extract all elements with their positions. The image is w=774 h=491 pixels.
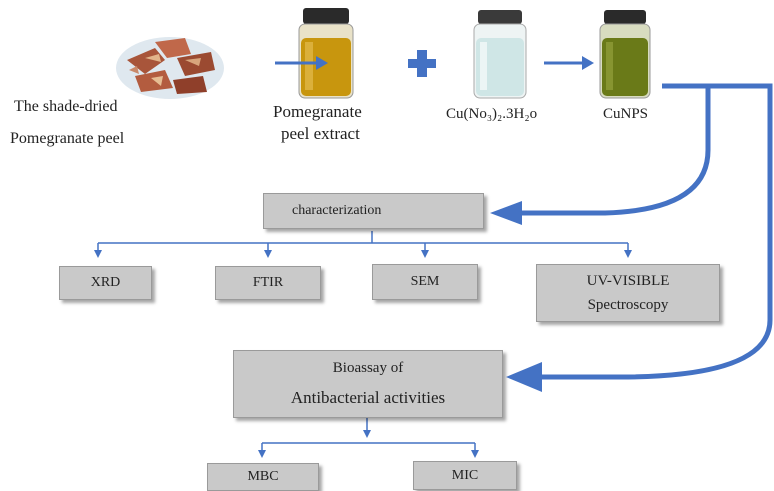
uv-label-line1: UV-VISIBLE xyxy=(586,273,670,289)
cunps-label: CuNPS xyxy=(603,106,649,122)
method-label: SEM xyxy=(410,274,440,289)
characterization-branch xyxy=(94,231,632,258)
salt-vial-image xyxy=(473,10,527,99)
method-box-sem: SEM xyxy=(372,264,478,300)
pomegranate-peel-image xyxy=(116,37,224,99)
bioassay-line2: Antibacterial activities xyxy=(290,388,446,408)
test-label: MBC xyxy=(247,469,279,484)
extract-label-line1: Pomegranate xyxy=(273,102,362,121)
bioassay-line1: Bioassay of xyxy=(332,359,404,376)
peel-label-line1: The shade-dried xyxy=(14,98,118,115)
cunps-vial-image xyxy=(599,10,651,99)
plus-icon xyxy=(408,50,436,77)
uv-label-line2: Spectroscopy xyxy=(587,297,669,313)
characterization-box: characterization xyxy=(263,193,484,229)
arrow-to-bioassay xyxy=(540,83,773,380)
peel-label-line2: Pomegranate peel xyxy=(10,130,125,147)
extract-vial-image xyxy=(298,8,354,99)
method-label: FTIR xyxy=(252,275,284,290)
test-label: MIC xyxy=(451,467,479,483)
arrow-salt-to-cunps xyxy=(544,56,594,70)
bioassay-branch xyxy=(258,418,479,458)
method-box-uv-visible: UV-VISIBLE Spectroscopy xyxy=(536,264,720,322)
characterization-title: characterization xyxy=(292,203,382,218)
arrow-peel-to-extract xyxy=(275,56,328,70)
method-label: XRD xyxy=(90,275,121,290)
salt-label: Cu(No₃)₂.3H₂o xyxy=(446,106,538,122)
test-box-mbc: MBC xyxy=(207,463,319,491)
arrow-to-characterization xyxy=(520,83,711,216)
method-box-ftir: FTIR xyxy=(215,266,321,300)
extract-label-line2: peel extract xyxy=(281,124,360,143)
bioassay-box: Bioassay of Antibacterial activities xyxy=(233,350,503,418)
method-box-xrd: XRD xyxy=(59,266,152,300)
test-box-mic: MIC xyxy=(413,461,517,490)
extract-liquid xyxy=(301,38,351,96)
